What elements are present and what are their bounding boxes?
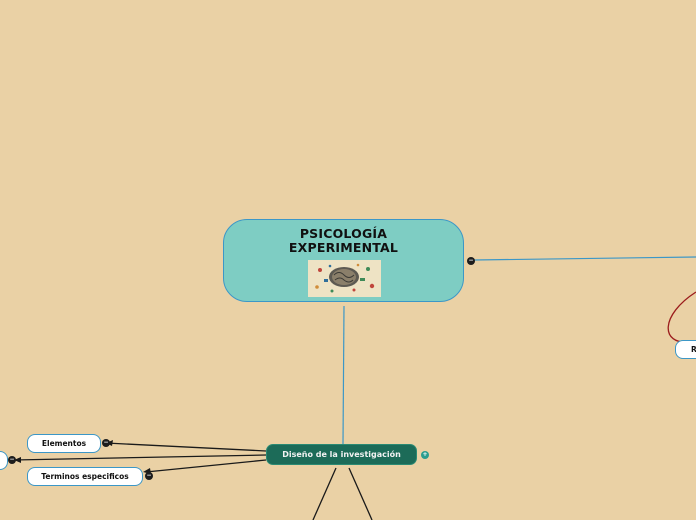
arrowhead-left-cut [14,457,21,463]
central-topic-title: PSICOLOGÍA EXPERIMENTAL [224,227,463,255]
central-topic-node[interactable]: PSICOLOGÍA EXPERIMENTAL [223,219,464,302]
connector-design-elementos [105,442,267,452]
connector-red-curve [667,291,696,343]
branch-node-diseno[interactable]: Diseño de la investigación [266,444,417,465]
central-title-line1: PSICOLOGÍA [299,226,388,241]
leaf-node-terminos[interactable]: Terminos especificos [27,467,143,486]
expand-toggle-icon[interactable]: − [145,472,153,480]
leaf-node-right-cut[interactable]: R [675,340,696,359]
connector-design-down-left [312,467,337,520]
connector-design-left-cut [13,454,267,461]
connector-central-right [473,256,696,261]
expand-toggle-icon[interactable]: − [102,439,110,447]
central-title-line2: EXPERIMENTAL [288,240,399,255]
connector-design-terminos [145,459,267,473]
expand-toggle-icon[interactable]: − [8,456,16,464]
connector-central-design [342,305,345,445]
connector-design-down-right [348,467,373,520]
brain-illustration-image [308,260,381,297]
leaf-node-elementos[interactable]: Elementos [27,434,101,453]
expand-toggle-icon[interactable]: − [467,257,475,265]
expand-toggle-icon[interactable]: + [421,451,429,459]
